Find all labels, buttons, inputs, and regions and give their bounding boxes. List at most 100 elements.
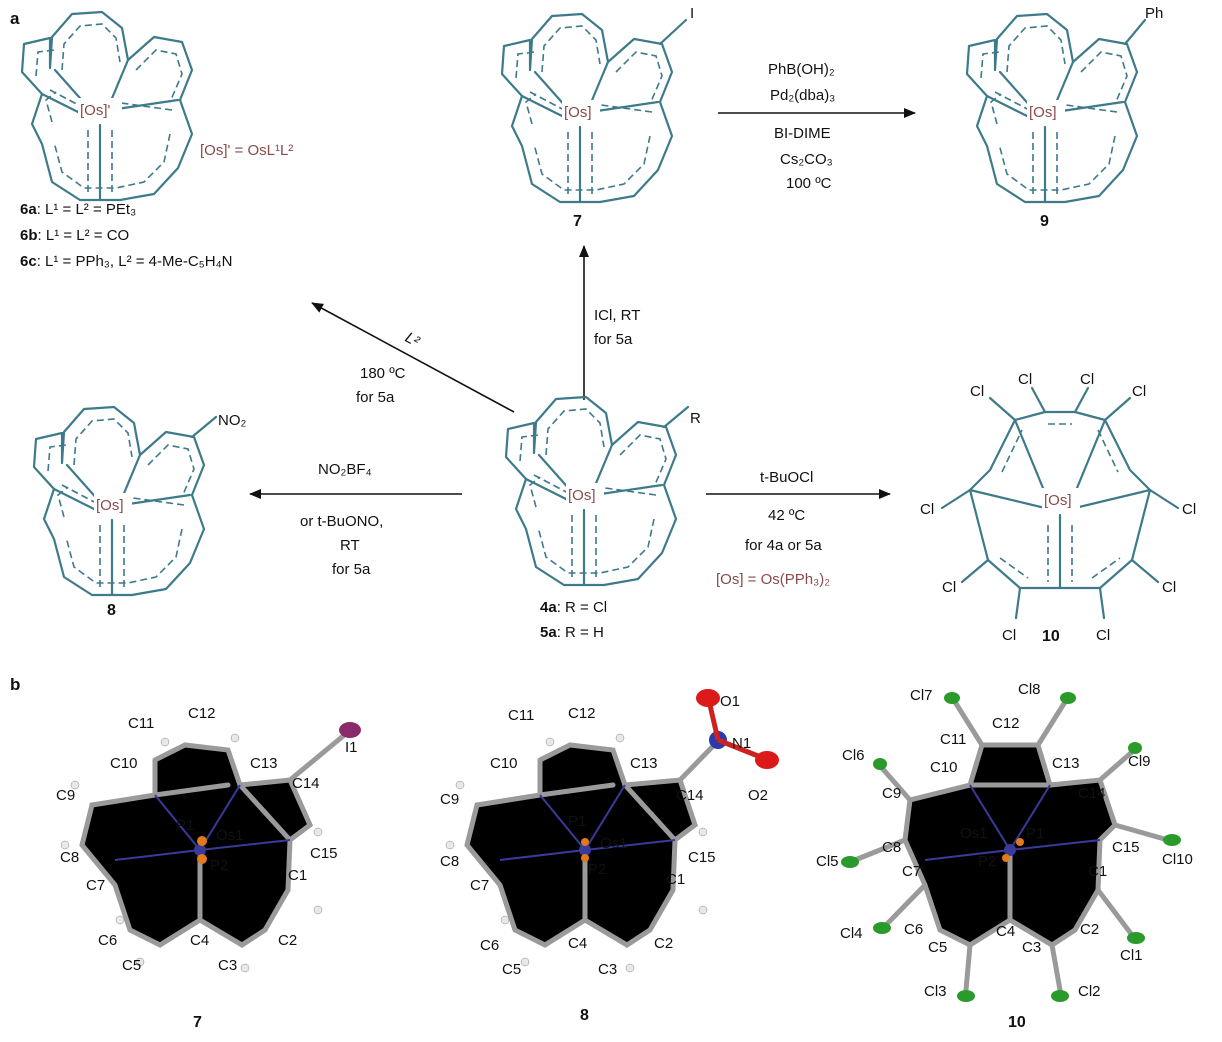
panel-label-a: a bbox=[10, 9, 20, 28]
svg-text:P2: P2 bbox=[210, 857, 228, 874]
svg-text:C12: C12 bbox=[188, 705, 216, 722]
svg-text:C15: C15 bbox=[310, 845, 338, 862]
structure-8: [Os] NO₂ bbox=[32, 405, 247, 597]
svg-text:[Os]: [Os] bbox=[1029, 104, 1057, 121]
svg-text:P1: P1 bbox=[1026, 825, 1044, 842]
structure-9: [Os] Ph bbox=[965, 5, 1163, 204]
crystal-labels-8: O1 C11 C12 N1 C13 C10 C14 O2 C9 P1 Os1 C… bbox=[440, 693, 768, 978]
svg-text:C1: C1 bbox=[1088, 863, 1107, 880]
svg-text:Cs₂CO₃: Cs₂CO₃ bbox=[780, 151, 833, 168]
svg-text:C4: C4 bbox=[190, 932, 209, 949]
crystal-name-10: 10 bbox=[1008, 1014, 1026, 1031]
crystal-structure-7 bbox=[60, 722, 361, 973]
svg-text:N1: N1 bbox=[732, 735, 751, 752]
svg-text:Cl6: Cl6 bbox=[842, 747, 865, 764]
svg-text:Cl4: Cl4 bbox=[840, 925, 863, 942]
svg-text:C6: C6 bbox=[98, 932, 117, 949]
svg-text:Cl8: Cl8 bbox=[1018, 681, 1041, 698]
svg-text:Os1: Os1 bbox=[600, 835, 628, 852]
svg-text:P1: P1 bbox=[176, 817, 194, 834]
svg-text:C9: C9 bbox=[56, 787, 75, 804]
svg-text:[Os]: [Os] bbox=[96, 497, 124, 514]
svg-text:Cl3: Cl3 bbox=[924, 983, 947, 1000]
conditions-to-6-for: for 5a bbox=[356, 389, 395, 406]
svg-text:C12: C12 bbox=[992, 715, 1020, 732]
svg-text:Cl: Cl bbox=[1096, 627, 1110, 644]
svg-text:C3: C3 bbox=[218, 957, 237, 974]
svg-text:Cl1: Cl1 bbox=[1120, 947, 1143, 964]
substituent-R: R bbox=[690, 410, 701, 427]
svg-text:Cl: Cl bbox=[1002, 627, 1016, 644]
svg-text:Cl: Cl bbox=[1132, 383, 1146, 400]
svg-text:C14: C14 bbox=[292, 775, 320, 792]
svg-text:NO₂BF₄: NO₂BF₄ bbox=[318, 461, 372, 478]
svg-text:C4: C4 bbox=[568, 935, 587, 952]
crystal-structure-8 bbox=[445, 689, 779, 973]
svg-text:C5: C5 bbox=[928, 939, 947, 956]
svg-text:C1: C1 bbox=[666, 871, 685, 888]
svg-text:C7: C7 bbox=[470, 877, 489, 894]
svg-text:Cl: Cl bbox=[942, 579, 956, 596]
compound-4a-5a-list: 4a: R = Cl 5a: R = H bbox=[540, 599, 607, 641]
svg-text:C8: C8 bbox=[60, 849, 79, 866]
svg-text:C6: C6 bbox=[904, 921, 923, 938]
svg-text:C7: C7 bbox=[902, 863, 921, 880]
crystal-name-8: 8 bbox=[580, 1007, 589, 1024]
svg-text:C5: C5 bbox=[122, 957, 141, 974]
svg-text:L²: L² bbox=[402, 329, 423, 351]
svg-text:C10: C10 bbox=[490, 755, 518, 772]
crystal-structure-10 bbox=[841, 692, 1181, 1002]
substituent-Ph: Ph bbox=[1145, 5, 1163, 22]
svg-text:C9: C9 bbox=[882, 785, 901, 802]
svg-text:Cl: Cl bbox=[970, 383, 984, 400]
svg-text:O2: O2 bbox=[748, 787, 768, 804]
svg-text:Os1: Os1 bbox=[960, 825, 988, 842]
svg-text:PhB(OH)₂: PhB(OH)₂ bbox=[768, 61, 835, 78]
svg-text:C8: C8 bbox=[882, 839, 901, 856]
conditions-to-6-temp: 180 ºC bbox=[360, 365, 406, 382]
svg-text:C2: C2 bbox=[654, 935, 673, 952]
svg-text:5a: R = H: 5a: R = H bbox=[540, 624, 604, 641]
svg-text:P1: P1 bbox=[568, 813, 586, 830]
svg-text:[Os]: [Os] bbox=[1044, 492, 1072, 509]
svg-text:Pd₂(dba)₃: Pd₂(dba)₃ bbox=[770, 87, 835, 104]
panel-label-b: b bbox=[10, 675, 20, 694]
svg-text:t-BuOCl: t-BuOCl bbox=[760, 469, 813, 486]
svg-text:ICl, RT: ICl, RT bbox=[594, 307, 640, 324]
arrow-to-6 bbox=[311, 302, 515, 413]
svg-text:for 5a: for 5a bbox=[332, 561, 371, 578]
svg-text:C14: C14 bbox=[1078, 785, 1106, 802]
svg-text:C15: C15 bbox=[1112, 839, 1140, 856]
substituent-NO2: NO₂ bbox=[218, 412, 247, 429]
svg-text:6b: L¹ = L² = CO: 6b: L¹ = L² = CO bbox=[20, 227, 129, 244]
substituent-I: I bbox=[690, 5, 694, 22]
svg-text:Cl: Cl bbox=[920, 501, 934, 518]
svg-text:Cl: Cl bbox=[1182, 501, 1196, 518]
crystal-name-7: 7 bbox=[193, 1014, 202, 1031]
svg-text:C2: C2 bbox=[1080, 921, 1099, 938]
svg-text:C2: C2 bbox=[278, 932, 297, 949]
svg-text:BI-DIME: BI-DIME bbox=[774, 125, 831, 142]
svg-text:Cl2: Cl2 bbox=[1078, 983, 1101, 1000]
compound-label-10: 10 bbox=[1042, 628, 1060, 645]
structure-6: [Os]' bbox=[20, 10, 194, 202]
svg-text:6c: L¹ = PPh₃, L² = 4-Me-C₅H₄N: 6c: L¹ = PPh₃, L² = 4-Me-C₅H₄N bbox=[20, 253, 233, 270]
svg-text:RT: RT bbox=[340, 537, 360, 554]
conditions-to-10: t-BuOCl 42 ºC for 4a or 5a bbox=[745, 469, 822, 554]
svg-text:or t-BuONO,: or t-BuONO, bbox=[300, 513, 383, 530]
svg-text:C13: C13 bbox=[630, 755, 658, 772]
svg-text:6a: L¹ = L² = PEt₃: 6a: L¹ = L² = PEt₃ bbox=[20, 201, 136, 218]
svg-text:Cl7: Cl7 bbox=[910, 687, 933, 704]
svg-text:[Os]: [Os] bbox=[564, 104, 592, 121]
svg-text:C15: C15 bbox=[688, 849, 716, 866]
svg-text:for 5a: for 5a bbox=[594, 331, 633, 348]
svg-text:[Os]: [Os] bbox=[568, 487, 596, 504]
svg-text:P2: P2 bbox=[588, 861, 606, 878]
svg-text:for 4a or 5a: for 4a or 5a bbox=[745, 537, 822, 554]
svg-text:Cl: Cl bbox=[1018, 371, 1032, 388]
svg-text:42 ºC: 42 ºC bbox=[768, 507, 805, 524]
conditions-to-6: L² bbox=[402, 329, 423, 351]
svg-text:Os1: Os1 bbox=[216, 827, 244, 844]
svg-text:C13: C13 bbox=[1052, 755, 1080, 772]
